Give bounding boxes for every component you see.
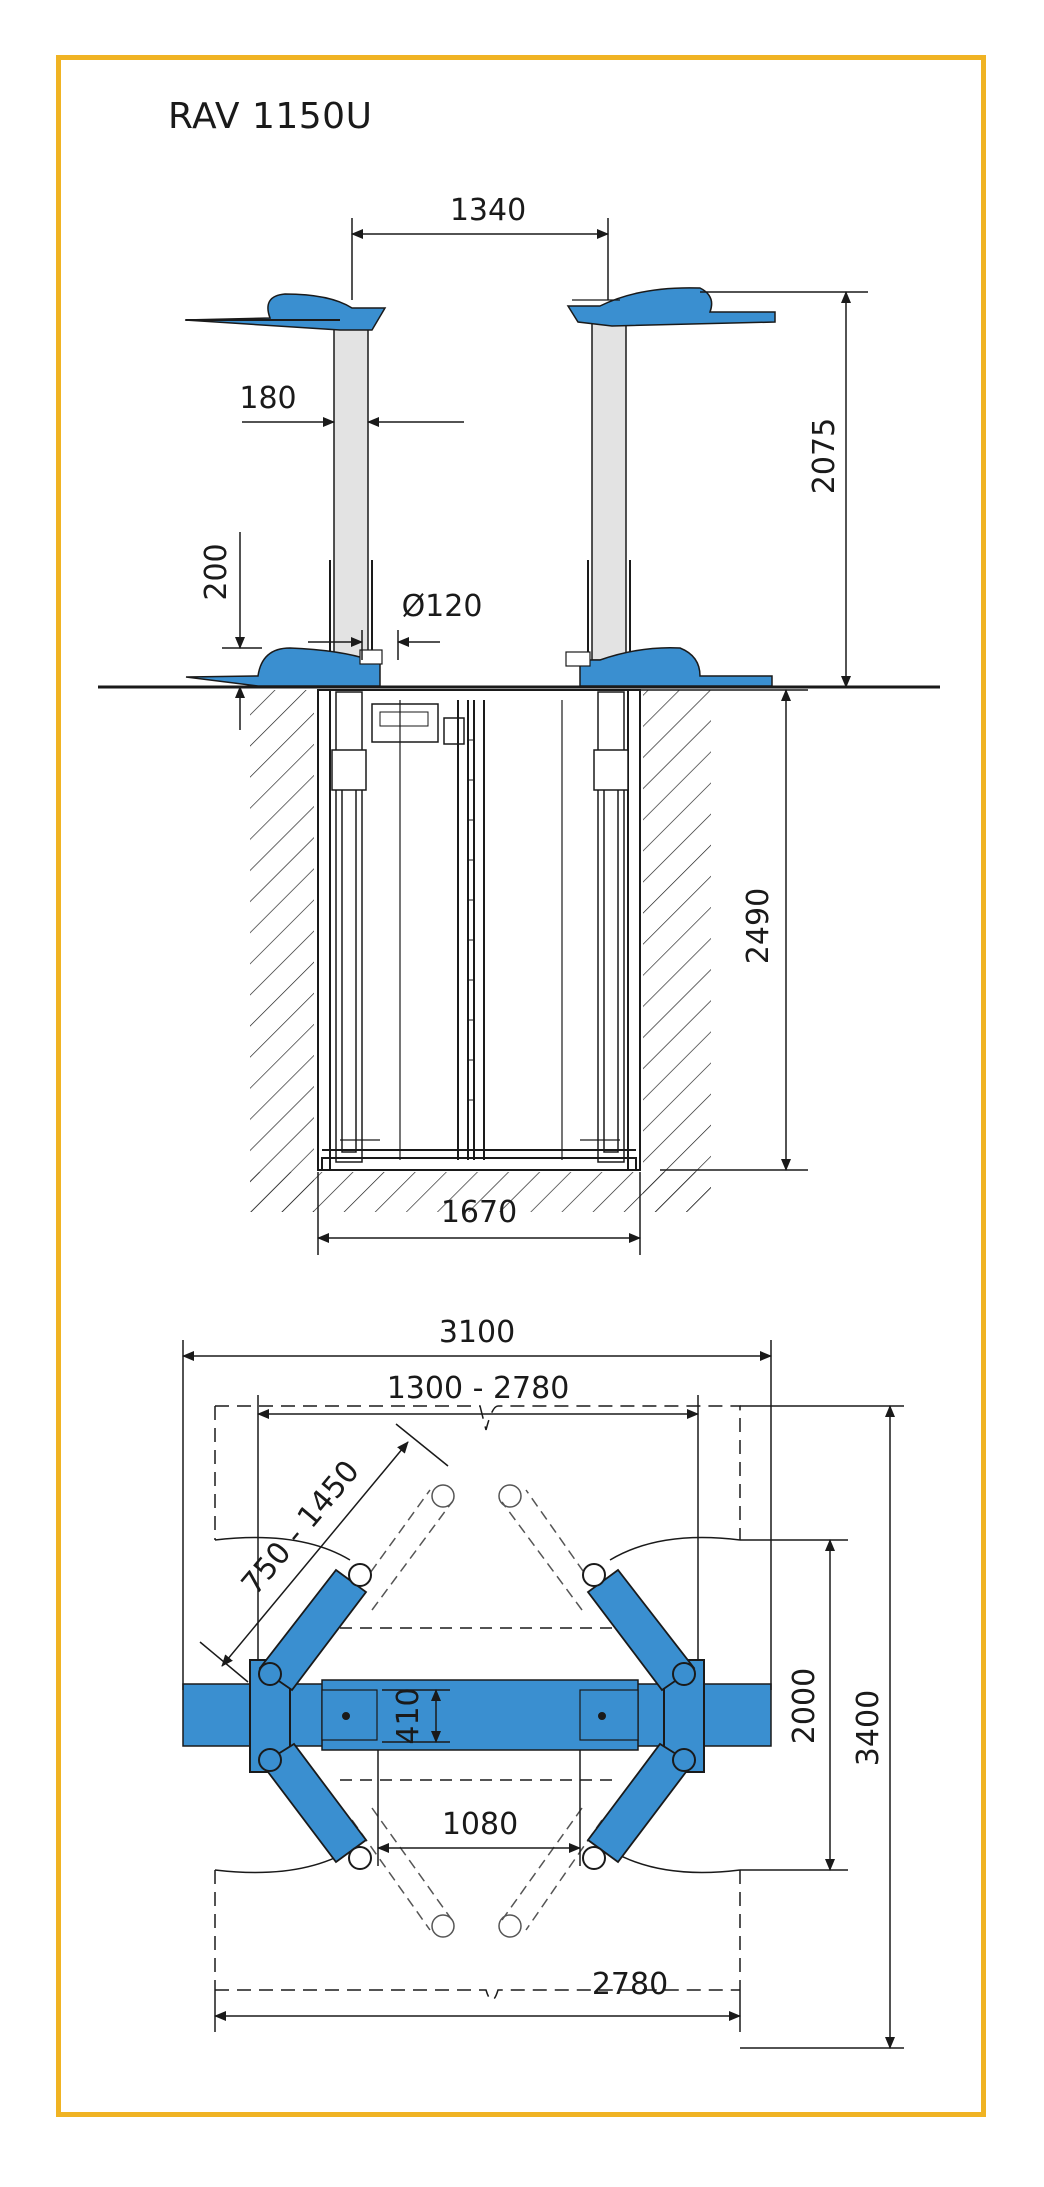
drawing-frame	[56, 55, 986, 2117]
left-arm-top	[184, 293, 387, 331]
dim-overall-length: 3400	[851, 1690, 886, 1766]
side-dimensions	[222, 218, 868, 1255]
dim-line-arm-length	[221, 1441, 409, 1667]
right-arm-top	[566, 287, 776, 327]
side-view	[98, 287, 940, 1212]
dim-column-distance: 1080	[442, 1807, 518, 1842]
dim-column-spacing: 1340	[450, 193, 526, 228]
right-column	[565, 287, 776, 687]
left-column	[184, 293, 387, 687]
dim-beam-height: 410	[391, 1687, 426, 1744]
dim-arm-height: 200	[199, 543, 234, 600]
dim-overall-width: 3100	[439, 1315, 515, 1350]
dim-inner-length: 2000	[787, 1668, 822, 1744]
top-view	[182, 1405, 772, 2001]
dim-pit-width: 1670	[441, 1195, 517, 1230]
dim-max-height: 2075	[807, 418, 842, 494]
retracted-pads	[431, 1484, 522, 1938]
dim-arm-span: 1300 - 2780	[387, 1371, 570, 1406]
arm-pivots	[258, 1662, 696, 1772]
dim-pit-depth: 2490	[741, 888, 776, 964]
right-arm-base	[579, 647, 773, 687]
dim-bottom-width: 2780	[592, 1967, 668, 2002]
dim-piston-diameter: Ø120	[402, 589, 483, 624]
top-dimensions	[182, 1340, 904, 2049]
model-title: RAV 1150U	[168, 96, 373, 137]
dim-column-width: 180	[239, 381, 296, 416]
pit-cylinders	[331, 691, 629, 1163]
